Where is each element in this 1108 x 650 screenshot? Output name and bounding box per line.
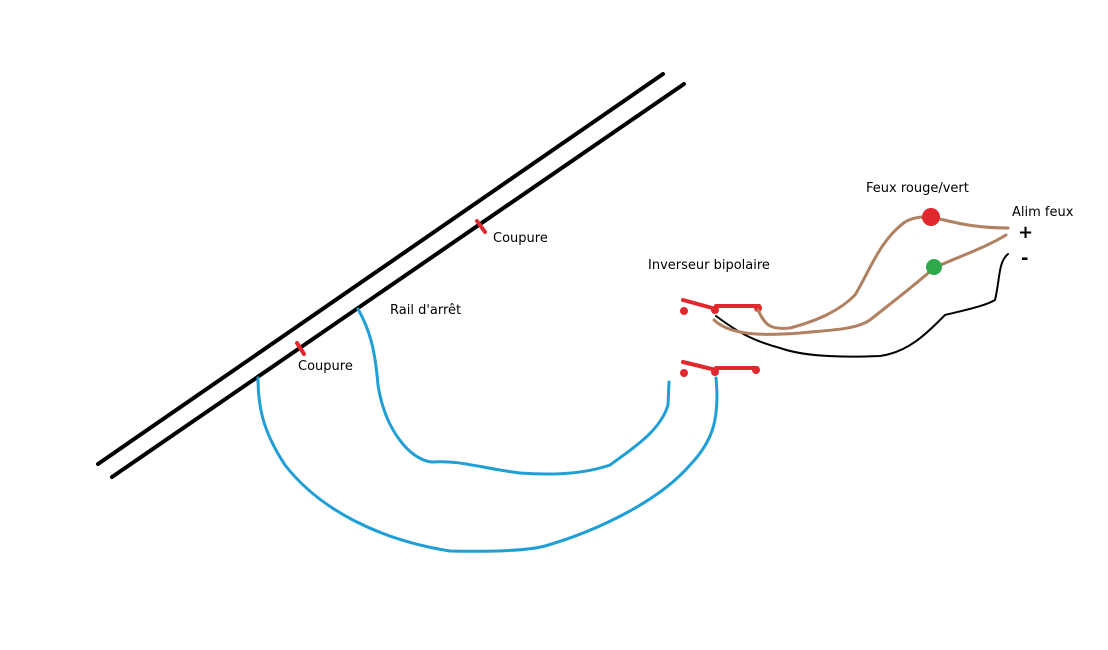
label-alim: Alim feux	[1012, 205, 1074, 220]
rail-outer	[96, 72, 665, 466]
red-light	[922, 208, 940, 226]
blue-wire-outer	[256, 376, 719, 553]
rail-cut-bottom	[295, 341, 306, 356]
bipolar-switch	[680, 298, 762, 377]
label-rail-arret: Rail d'arrêt	[390, 303, 461, 318]
label-coupure-bottom: Coupure	[298, 359, 353, 374]
blue-wire-inner	[356, 307, 671, 476]
green-light	[926, 259, 942, 275]
label-feux: Feux rouge/vert	[866, 181, 969, 196]
black-wire-minus	[715, 253, 1009, 358]
label-minus: -	[1021, 248, 1028, 269]
label-coupure-top: Coupure	[493, 231, 548, 246]
label-plus: +	[1018, 222, 1033, 243]
rail-cut-top	[475, 219, 487, 234]
brown-wire-green-light	[712, 233, 1008, 336]
rail-inner	[110, 82, 686, 479]
brown-wire-red-light	[756, 215, 1010, 330]
label-inverseur: Inverseur bipolaire	[648, 258, 770, 273]
